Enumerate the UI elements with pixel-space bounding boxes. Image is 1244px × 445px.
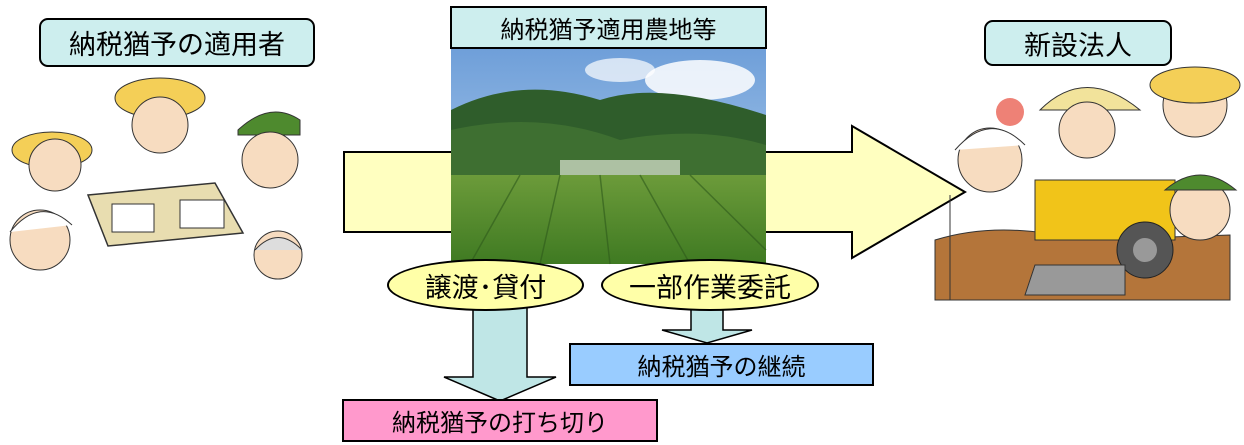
new-corp-label: 新設法人: [984, 20, 1172, 66]
partial-ellipse: 一部作業委託: [601, 259, 819, 311]
terminate-box: 納税猶予の打ち切り: [342, 399, 658, 442]
continue-box: 納税猶予の継続: [569, 343, 874, 386]
farmland-label: 納税猶予適用農地等: [450, 6, 767, 49]
transfer-ellipse: 譲渡･貸付: [387, 259, 584, 311]
new-corp-illustration: [934, 66, 1241, 301]
applicant-illustration: [9, 77, 303, 280]
down-arrow-terminate: [443, 299, 557, 402]
farmland-photo: [451, 49, 767, 265]
left-connector-arrow: [343, 151, 453, 233]
applicant-label: 納税猶予の適用者: [39, 18, 315, 67]
right-big-arrow: [764, 124, 967, 260]
